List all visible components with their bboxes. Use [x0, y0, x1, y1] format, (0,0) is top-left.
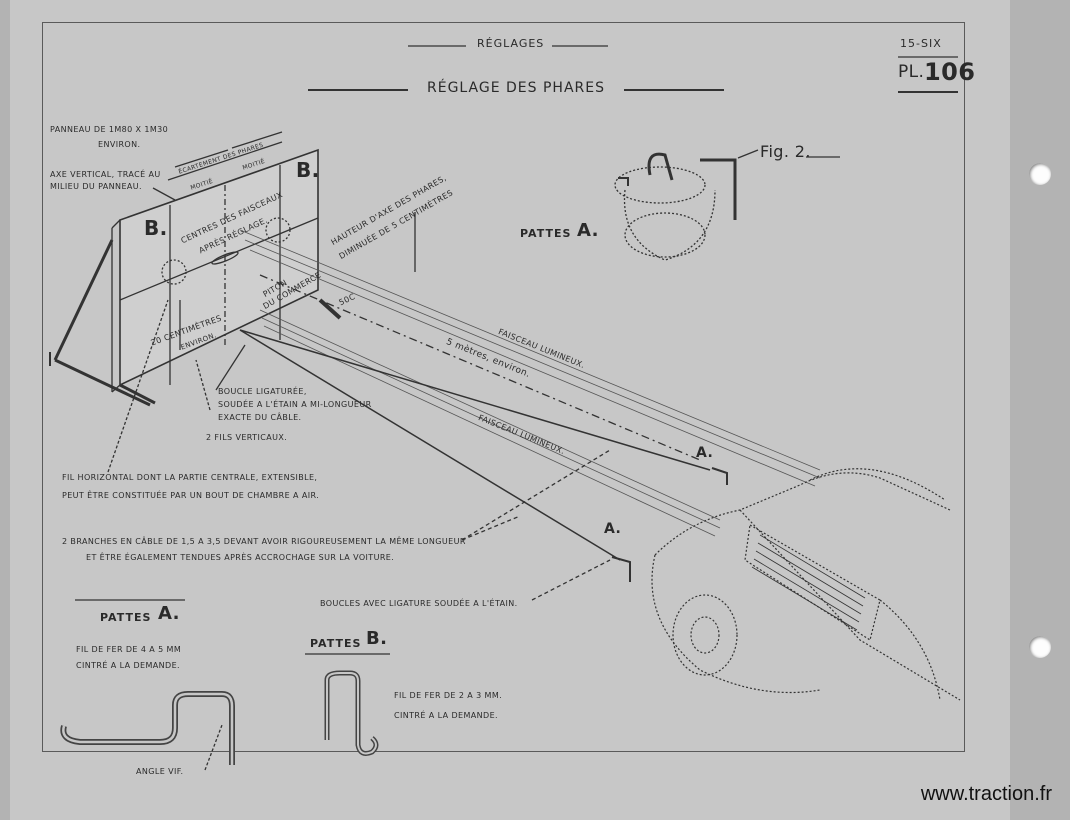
boucles-ligature-label: BOUCLES AVEC LIGATURE SOUDÉE A L'ÉTAIN.: [320, 599, 518, 608]
binder-hole-top: [1029, 163, 1051, 185]
marker-a-upper: a.: [696, 445, 714, 461]
boucle-label-1: BOUCLE LIGATURÉE,: [218, 387, 307, 396]
legend-b-title: PATTES: [310, 637, 362, 650]
plate-number: 106: [924, 58, 976, 86]
axis-label-1: AXE VERTICAL, TRACÉ AU: [50, 170, 161, 179]
legend-b-letter: b.: [366, 628, 388, 649]
fig2-label: Fig. 2.: [760, 142, 811, 161]
legend-a-line-2: CINTRÉ A LA DEMANDE.: [76, 661, 180, 670]
panel-size-label: PANNEAU DE 1m80 x 1m30: [50, 125, 169, 134]
binder-hole-bottom: [1029, 636, 1051, 658]
fil-horizontal-label-1: FIL HORIZONTAL DONT LA PARTIE CENTRALE, …: [62, 473, 318, 482]
legend-a-title: PATTES: [100, 611, 152, 624]
boucle-label-3: EXACTE DU CÂBLE.: [218, 413, 302, 422]
branches-label-2: ET ÊTRE ÉGALEMENT TENDUES APRÈS ACCROCHA…: [86, 553, 395, 562]
watermark-link[interactable]: www.traction.fr: [920, 783, 1052, 805]
panel-size-approx: ENVIRON.: [98, 140, 141, 149]
model-label: 15-SIX: [900, 37, 942, 50]
axis-label-2: MILIEU DU PANNEAU.: [50, 182, 142, 191]
legend-a-letter: a.: [158, 603, 180, 624]
angle-vif-label: ANGLE VIF.: [136, 767, 184, 776]
branches-label-1: 2 BRANCHES EN CÂBLE DE 1,5 A 3,5 DEVANT …: [62, 537, 466, 546]
legend-b-line-1: FIL DE FER DE 2 A 3 mm.: [394, 691, 503, 700]
section-label: RÉGLAGES: [477, 37, 545, 50]
plate-prefix: PL.: [898, 62, 925, 82]
pattes-a-top-label: PATTES: [520, 227, 572, 240]
marker-a-lower: a.: [604, 521, 622, 537]
fil-horizontal-label-2: PEUT ÊTRE CONSTITUÉE PAR UN BOUT DE CHAM…: [62, 491, 320, 500]
legend-a-line-1: FIL DE FER DE 4 A 5 mm: [76, 645, 182, 654]
legend-b-line-2: CINTRÉ A LA DEMANDE.: [394, 711, 498, 720]
marker-b-left: b.: [144, 216, 168, 240]
plate-border: [42, 22, 965, 752]
page-title: RÉGLAGE DES PHARES: [427, 80, 605, 96]
pattes-a-top-letter: a.: [577, 220, 599, 241]
marker-b-right: b.: [296, 158, 320, 182]
fils-verticaux-label: 2 FILS VERTICAUX.: [206, 433, 288, 442]
boucle-label-2: SOUDÉE A L'ÉTAIN A MI-LONGUEUR: [218, 400, 372, 409]
